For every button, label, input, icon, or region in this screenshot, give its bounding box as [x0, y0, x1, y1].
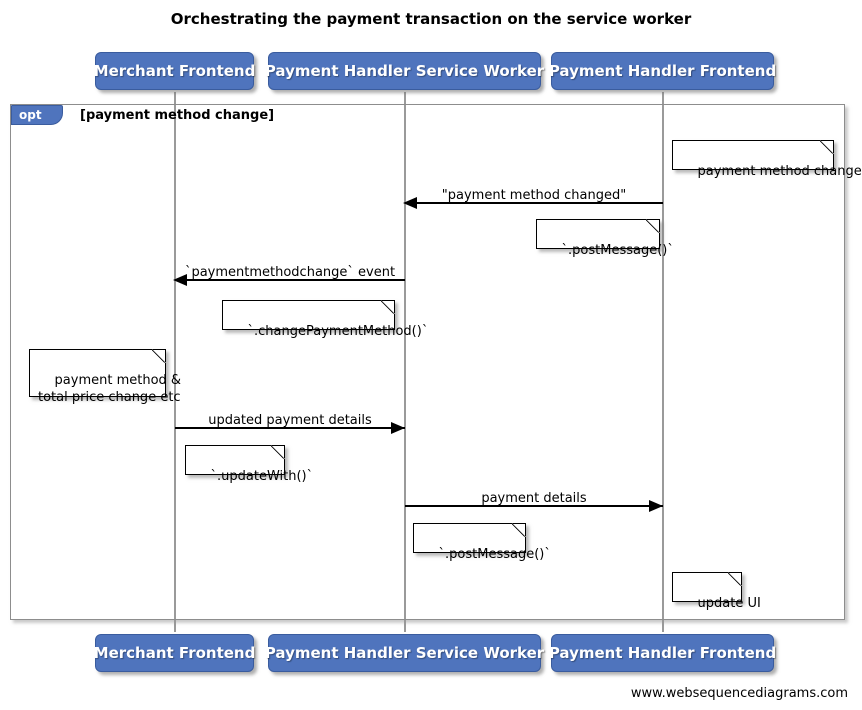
note-fold-corner-icon	[512, 523, 526, 537]
note-text: `.updateWith()`	[210, 469, 314, 484]
fragment-opt-tab: opt	[11, 105, 63, 125]
participant-payment-handler-service-worker-bottom[interactable]: Payment Handler Service Worker	[264, 634, 545, 672]
note-fold-corner-icon	[152, 349, 166, 363]
page-title: Orchestrating the payment transaction on…	[170, 10, 692, 28]
note-fold-corner-icon	[271, 445, 285, 459]
participant-label: Payment Handler Service Worker	[264, 62, 545, 80]
message-label-paymentmethodchange-event: `paymentmethodchange` event	[184, 265, 396, 280]
note-payment-method-changed: payment method changed	[672, 140, 862, 179]
note-text: update UI	[697, 596, 761, 611]
note-text: payment method & total price change etc	[38, 373, 182, 405]
message-line-updated-payment-details	[175, 427, 405, 429]
arrowhead-right-payment-details	[649, 500, 663, 512]
note-text: `.postMessage()`	[438, 547, 551, 562]
participant-label: Payment Handler Service Worker	[264, 644, 545, 662]
participant-label: Merchant Frontend	[93, 62, 256, 80]
participant-payment-handler-frontend-bottom[interactable]: Payment Handler Frontend	[548, 634, 777, 672]
message-line-payment-method-changed	[405, 202, 663, 204]
message-line-paymentmethodchange-event	[175, 279, 405, 281]
note-fold-corner-icon	[381, 300, 395, 314]
note-update-ui: update UI	[672, 572, 761, 611]
participant-payment-handler-service-worker-top[interactable]: Payment Handler Service Worker	[264, 52, 545, 90]
participant-merchant-frontend-bottom[interactable]: Merchant Frontend	[93, 634, 256, 672]
participant-label: Payment Handler Frontend	[548, 62, 777, 80]
watermark-footer: www.websequencediagrams.com	[630, 686, 848, 701]
note-text: payment method changed	[697, 164, 862, 179]
note-text: `.changePaymentMethod()`	[247, 324, 429, 339]
lifeline-payment-handler-service-worker	[404, 92, 406, 632]
fragment-opt	[10, 104, 845, 620]
note-payment-method-total-price: payment method & total price change etc	[29, 349, 181, 405]
message-label-payment-details: payment details	[481, 491, 587, 506]
note-post-message-2: `.postMessage()`	[413, 523, 551, 562]
note-post-message-1: `.postMessage()`	[536, 219, 674, 258]
participant-merchant-frontend-top[interactable]: Merchant Frontend	[93, 52, 256, 90]
note-update-with: `.updateWith()`	[185, 445, 313, 484]
participant-payment-handler-frontend-top[interactable]: Payment Handler Frontend	[548, 52, 777, 90]
fragment-guard-condition: [payment method change]	[80, 108, 275, 123]
arrowhead-left-payment-method-changed	[403, 197, 417, 209]
lifeline-merchant-frontend	[174, 92, 176, 632]
note-fold-corner-icon	[646, 219, 660, 233]
note-fold-corner-icon	[728, 572, 742, 586]
lifeline-payment-handler-frontend	[662, 92, 664, 632]
participant-label: Merchant Frontend	[93, 644, 256, 662]
message-label-payment-method-changed: "payment method changed"	[441, 188, 627, 203]
message-label-updated-payment-details: updated payment details	[208, 413, 372, 428]
note-change-payment-method: `.changePaymentMethod()`	[222, 300, 428, 339]
participant-label: Payment Handler Frontend	[548, 644, 777, 662]
message-line-payment-details	[405, 505, 663, 507]
note-fold-corner-icon	[820, 140, 834, 154]
fragment-type-label: opt	[19, 108, 42, 122]
note-text: `.postMessage()`	[561, 243, 674, 258]
arrowhead-right-updated-payment-details	[391, 422, 405, 434]
arrowhead-left-paymentmethodchange-event	[173, 274, 187, 286]
